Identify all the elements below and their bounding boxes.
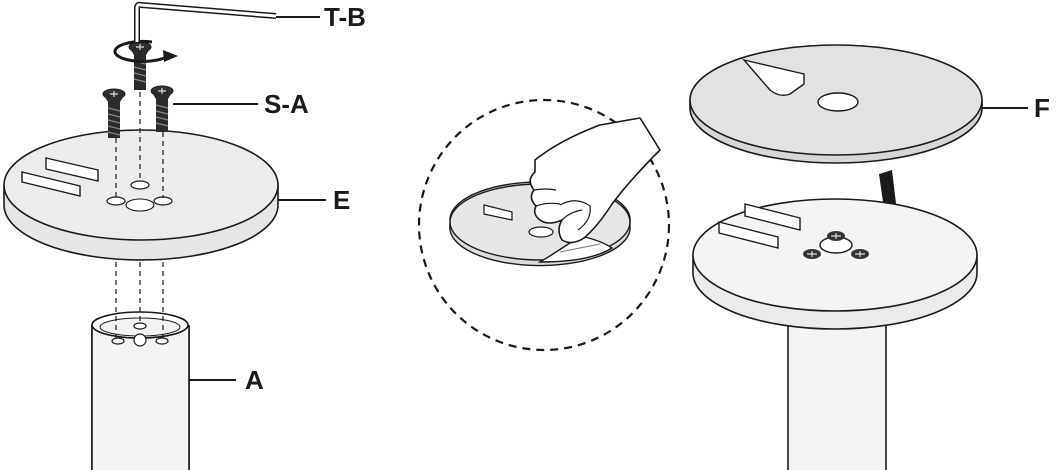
guide-lines-upper (115, 92, 164, 198)
label-e: E (333, 185, 350, 215)
screw-center (128, 41, 152, 90)
screw-left (102, 88, 126, 138)
right-assembly: F (689, 44, 1050, 470)
rotate-arrow-icon (113, 39, 178, 63)
guide-lines-lower (115, 262, 164, 338)
hex-key-t-b (134, 1, 277, 42)
label-t-b: T-B (324, 2, 366, 32)
plate-right (692, 198, 978, 330)
screw-right (150, 85, 174, 132)
top-plate-e (3, 129, 279, 261)
label-f: F (1034, 93, 1050, 123)
hand-icon (529, 117, 661, 244)
label-a: A (245, 365, 264, 395)
label-s-a: S-A (264, 89, 309, 119)
left-assembly: T-B S-A E A (3, 1, 366, 470)
detail-peel-circle (417, 98, 671, 352)
adhesive-pad-f (689, 44, 983, 164)
pole-a (91, 311, 190, 470)
